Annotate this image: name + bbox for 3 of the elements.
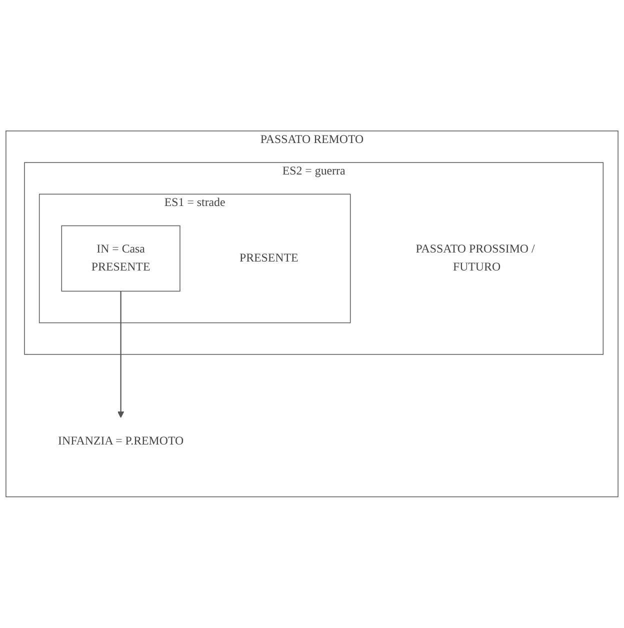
node-text: INFANZIA = P.REMOTO [58,434,184,448]
node-box: IN = Casa PRESENTE [61,226,180,292]
arrow [118,291,124,418]
